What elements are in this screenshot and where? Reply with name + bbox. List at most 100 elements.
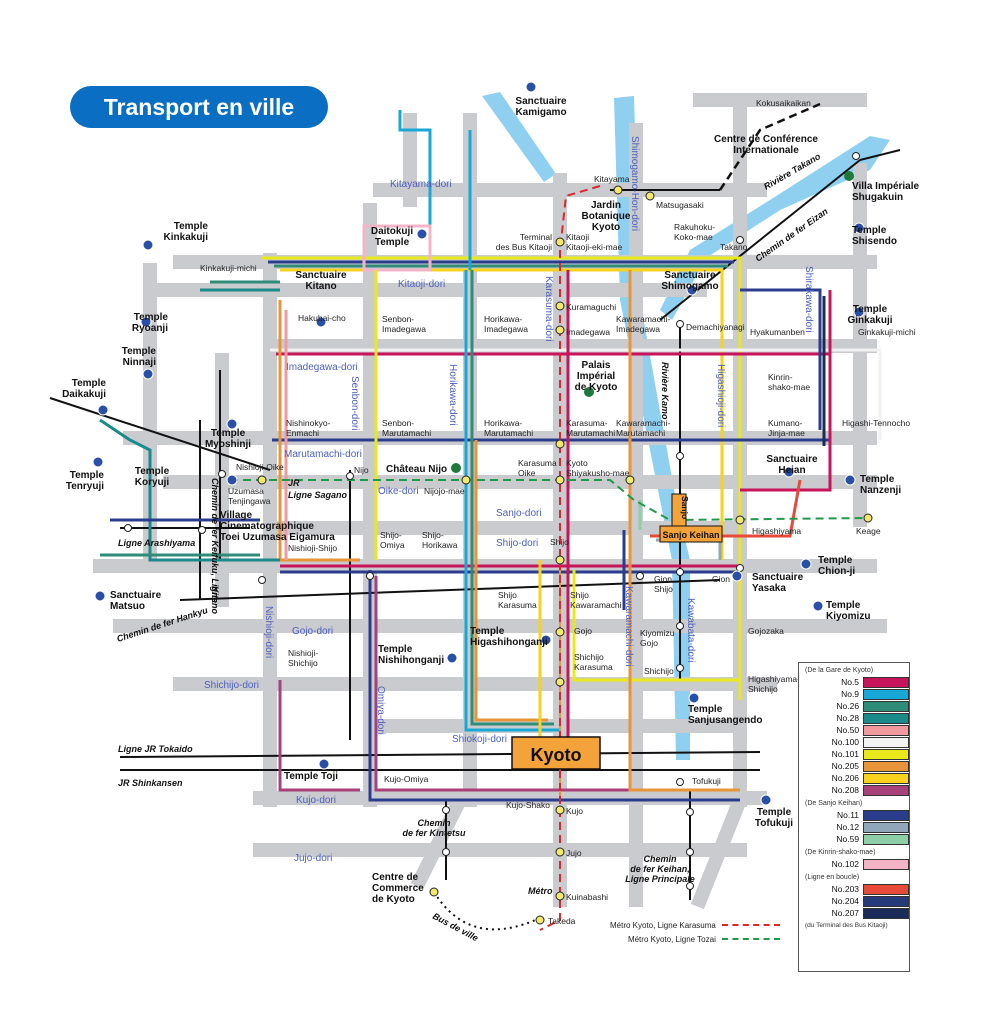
stops-shijo-karasuma-line: Shijo — [498, 590, 517, 600]
places-nijo-line: Château Nijo — [386, 464, 447, 475]
legend-head-loop: (Ligne en boucle) — [805, 874, 860, 881]
stops-tofukuji-line: Tofukuji — [692, 776, 721, 786]
legend-swatch — [863, 858, 909, 870]
stops-nishioji-shichijo: Nishioji-Shichijo — [288, 648, 318, 668]
places-nishihonganji-line: Nishihonganji — [378, 655, 444, 666]
legend-row: No.50 — [817, 724, 909, 736]
stops-higashiyama: Higashiyama — [752, 526, 801, 536]
stops-demachiyanagi: Demachiyanagi — [686, 322, 745, 332]
stops-kinrin-line: shako-mae — [768, 382, 810, 392]
stops-jujo-line: Jujo — [566, 848, 582, 858]
stops-kinrin: Kinrin-shako-mae — [768, 372, 810, 392]
stops-jujo: Jujo — [566, 848, 582, 858]
stops-senbon-imadegawa-line: Senbon- — [382, 314, 414, 324]
street-jujo: Jujo-dori — [294, 853, 332, 864]
stops-kitayama-line: Kitayama — [594, 174, 630, 184]
legend-foot: (du Terminal des Bus Kitaoji) — [805, 922, 888, 929]
street-oike: Oike-dori — [378, 486, 419, 497]
stops-kinkakuji-michi-line: Kinkakuji-michi — [200, 263, 257, 273]
legend-swatch — [863, 895, 909, 907]
places-village-line: Cinematographique — [220, 521, 314, 532]
legend-row: No.11 — [817, 809, 909, 821]
stops-karasuma-oike-line: Oike — [518, 468, 536, 478]
stops-nijojo-mae-line: Nijojo-mae — [424, 486, 465, 496]
legend-route-name: No.203 — [831, 884, 860, 894]
street-karasuma: Karasuma-dori — [543, 276, 554, 342]
stops-rakuhoku-line: Rakuhoku- — [674, 222, 715, 232]
stops-senbon-imadegawa: Senbon-Imadegawa — [382, 314, 426, 334]
legend-row: No.203 — [817, 883, 909, 895]
stops-kumano-line: Jinja-mae — [768, 428, 805, 438]
metro-legend-karasuma: Métro Kyoto, Ligne Karasuma — [610, 918, 780, 932]
stops-karasuma-marutamachi-line: Marutamachi — [566, 428, 615, 438]
stops-kinkakuji-michi: Kinkakuji-michi — [200, 263, 257, 273]
legend-route-name: No.50 — [836, 725, 860, 735]
places-tofukuji-line: Temple — [757, 807, 792, 818]
stops-takano-line: Takano — [720, 242, 748, 252]
stops-shichijo-karasuma-line: Karasuma — [574, 662, 613, 672]
stops-nishinokyo: Nishinokyo-Enmachi — [286, 418, 331, 438]
stops-shijo-karasuma-line: Karasuma — [498, 600, 537, 610]
stops-nijojo-mae: Nijojo-mae — [424, 486, 465, 496]
street-kawaramachi: Kawaramachi-dori — [623, 586, 634, 667]
places-daitokuji-line: Daitokuji — [371, 226, 413, 237]
metro-karasuma-label: Métro Kyoto, Ligne Karasuma — [610, 920, 716, 930]
stops-senbon-marutamachi-line: Marutamachi — [382, 428, 431, 438]
stops-ginkakuji-michi: Ginkakuji-michi — [858, 327, 916, 337]
stops-karasuma-marutamachi: Karasuma-Marutamachi — [566, 418, 615, 438]
legend-row: No.206 — [817, 772, 909, 784]
places-kinkakuji-line: Kinkakuji — [164, 232, 209, 243]
rail-keifuku-kitano-2: Kitano — [210, 586, 220, 615]
legend-route-name: No.102 — [831, 859, 860, 869]
stops-rakuhoku: Rakuhoku-Koko-mae — [674, 222, 715, 242]
rail-stops — [124, 152, 860, 890]
sanjo-keihan-label: Sanjo Keihan — [662, 530, 719, 540]
stops-kumano-line: Kumano- — [768, 418, 803, 428]
stops-shijo-horikawa-line: Shijo- — [422, 530, 444, 540]
legend-swatch — [863, 772, 909, 784]
places-heian-line: Sanctuaire — [766, 454, 818, 465]
stops-kitaoji-line: Kitaoji — [566, 232, 589, 242]
stops-matsugasaki: Matsugasaki — [656, 200, 704, 210]
stops-nishioji-shichijo-line: Nishioji- — [288, 648, 318, 658]
legend-row: No.101 — [817, 748, 909, 760]
street-gojo: Gojo-dori — [292, 626, 333, 637]
legend-route-name: No.204 — [831, 896, 860, 906]
street-kawabata: Kawabata-dori — [685, 598, 696, 662]
stops-horikawa-marutamachi-line: Horikawa- — [484, 418, 522, 428]
kyoto-station-label: Kyoto — [531, 745, 582, 765]
places-matsuo-line: Sanctuaire — [110, 590, 162, 601]
places-higashihonganji-line: Higashihonganji — [470, 637, 548, 648]
legend-head-sanjo: (De Sanjo Keihan) — [805, 800, 863, 807]
legend-route-name: No.206 — [831, 773, 860, 783]
stops-kujo-omiya-line: Kujo-Omiya — [384, 774, 429, 784]
places-kiyomizu-line: Kiyomizu — [826, 611, 870, 622]
legend-swatch — [863, 676, 909, 688]
places-village-line: Toei Uzumasa Eigamura — [220, 532, 335, 543]
street-shirakawa: Shirakawa-dori — [803, 266, 814, 333]
places-higashihonganji-line: Temple — [470, 626, 505, 637]
legend-route-name: No.5 — [841, 677, 860, 687]
stops-imadegawa: Imadegawa — [566, 327, 610, 337]
places-myoshinji-line: Myoshinji — [205, 439, 251, 450]
stops-gojozaka-line: Gojozaka — [748, 626, 784, 636]
kyoto-station-box — [511, 736, 601, 770]
stops-karasuma-oike-line: Karasuma — [518, 458, 557, 468]
stops-senbon-imadegawa-line: Imadegawa — [382, 324, 426, 334]
stops-gojo-line: Gojo — [574, 626, 592, 636]
